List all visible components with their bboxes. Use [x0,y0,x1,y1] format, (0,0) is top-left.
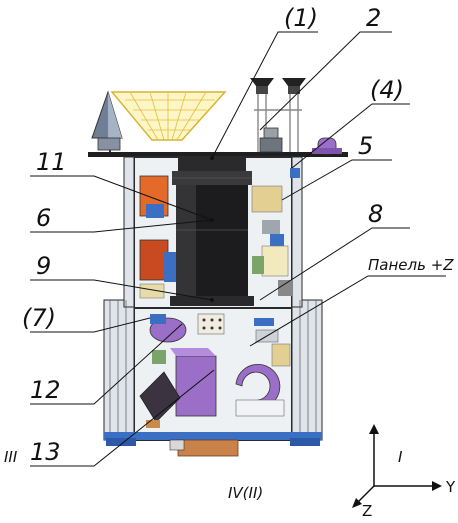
lower-equipment [139,313,291,428]
callout-9: 9 [36,252,51,280]
callout-1: (1) [284,4,318,32]
telescope [170,156,254,306]
star-tracker-assembly [250,78,342,155]
side-rails [103,156,323,441]
side-label-left: III [4,448,18,466]
leader-lines [30,31,446,467]
axis-y-label: Y [445,478,456,496]
callout-4: (4) [370,76,404,104]
callout-13: 13 [30,438,61,466]
top-plate [88,152,348,157]
callout-2: 2 [366,4,381,32]
bottom-base [104,432,322,457]
callout-12: 12 [30,376,61,404]
side-label-right: I [398,448,403,466]
callout-6: 6 [36,204,51,232]
upper-equipment [139,168,300,299]
antenna-assembly [91,90,227,156]
callout-8: 8 [368,200,383,228]
callout-7: (7) [22,304,56,332]
callouts: (1) 2 (4) 5 11 6 8 9 Панель +Z (7) 12 13 [22,4,454,466]
coordinate-axes [352,424,442,508]
callout-5: 5 [358,132,373,160]
side-label-bottom: IV(II) [228,484,263,502]
callout-panel-z: Панель +Z [368,256,454,274]
callout-11: 11 [36,148,67,176]
axis-z-label: Z [362,502,372,518]
